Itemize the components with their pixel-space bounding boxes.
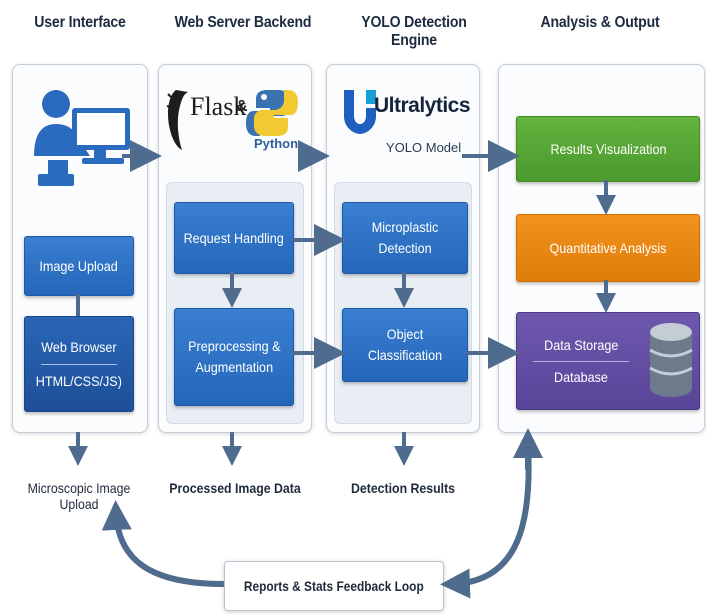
results-visualization-box: Results Visualization [516,116,700,182]
request-handling-box: Request Handling [174,202,294,274]
backend-bottom-label: Processed Image Data [169,480,301,496]
database-label: Database [554,368,608,385]
web-browser-divider [41,363,117,365]
flask-label: Flask [190,92,247,121]
microplastic-detection-box: Microplastic Detection [342,202,468,274]
data-storage-divider [533,360,629,362]
arrow-feedback-to-ui [101,500,225,587]
web-browser-box: Web Browser HTML/CSS/JS) [24,316,134,412]
preprocessing-box: Preprocessing & Augmentation [174,308,294,406]
column-title-ui: User Interface [34,14,126,31]
object-classification-box: Object Classification [342,308,468,382]
web-browser-title: Web Browser [41,338,117,355]
ultralytics-label: Ultralytics [374,94,471,117]
column-title-output: Analysis & Output [540,14,660,31]
image-upload-box: Image Upload [24,236,134,296]
image-upload-label: Image Upload [39,257,119,274]
web-browser-tech: HTML/CSS/JS) [35,372,123,389]
preprocessing-label-1: Preprocessing & [187,338,281,354]
flask-amp: & [236,98,248,115]
python-label: Python [254,136,299,151]
column-title-backend: Web Server Backend [174,14,312,31]
yolo-model-label: YOLO Model [386,140,462,155]
column-title-yolo: YOLO Detection Engine [361,14,467,49]
feedback-loop-label: Reports & Stats Feedback Loop [244,578,424,594]
yolo-bottom-label: Detection Results [350,480,456,496]
arrow-output-to-feedback [440,443,532,599]
ui-bottom-label: Microscopic Image Upload [27,480,131,512]
object-classification-label: Object Classification [367,326,443,363]
preprocessing-label-2: Augmentation [195,359,273,375]
feedback-loop-box: Reports & Stats Feedback Loop [224,561,444,611]
ultralytics-logo: Ultralytics YOLO Model [340,84,471,160]
user-computer-icon [28,86,138,196]
flask-logo: Flask & Python [164,84,314,160]
microplastic-detection-label: Microplastic Detection [371,219,439,256]
data-storage-label: Data Storage [543,336,619,353]
quantitative-analysis-label: Quantitative Analysis [549,239,667,256]
database-icon [648,322,694,398]
request-handling-label: Request Handling [183,229,285,246]
results-visualization-label: Results Visualization [549,140,667,157]
